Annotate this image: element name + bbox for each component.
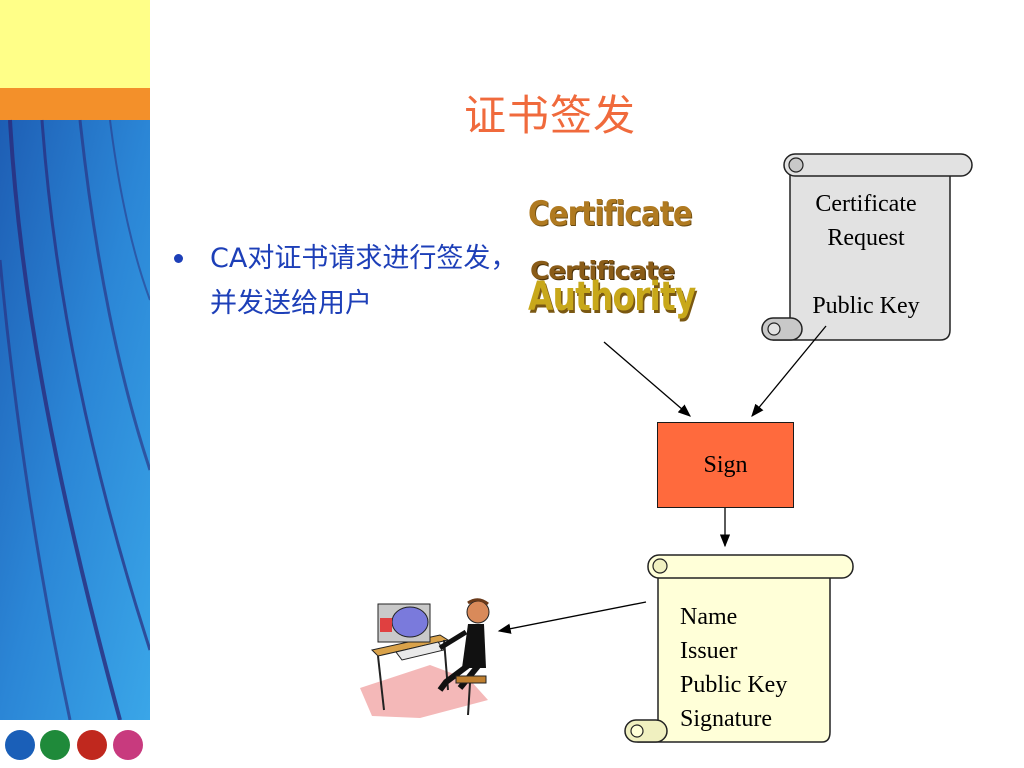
band-magenta-orb-icon xyxy=(113,730,143,760)
request-line-public-key: Public Key xyxy=(812,293,920,319)
slide-title: 证书签发 xyxy=(463,91,636,140)
logo-line-certificate-top: Certificate xyxy=(528,194,693,234)
user-at-computer-icon xyxy=(360,598,490,718)
band-orange-stripe xyxy=(0,88,150,120)
issued-field-signature: Signature xyxy=(680,706,772,732)
issued-certificate-scroll xyxy=(624,554,854,743)
issued-field-name: Name xyxy=(680,604,738,630)
issued-field-public-key: Public Key xyxy=(680,672,788,698)
certificate-request-scroll xyxy=(761,153,973,341)
sign-label: Sign xyxy=(703,451,748,478)
band-red-orb-icon xyxy=(77,730,107,760)
arrow-request-to-sign xyxy=(751,325,827,418)
band-blue-orb-icon xyxy=(5,730,35,760)
bullet-dot-icon xyxy=(174,254,183,263)
left-decorative-band xyxy=(0,0,150,768)
logo-line-certificate-shadow: Certificate xyxy=(530,256,675,285)
band-green-orb-icon xyxy=(40,730,70,760)
logo-line-authority: Authority xyxy=(528,274,696,320)
band-blue-panel xyxy=(0,120,150,720)
bullet-text: CA对证书请求进行签发，并发送给用户 xyxy=(210,243,518,319)
certificate-authority-logo-icon: Certificate Certificate Authority xyxy=(526,194,701,334)
arrow-certificate-to-user xyxy=(497,601,647,634)
request-line-certificate: Certificate xyxy=(815,191,917,217)
request-line-request: Request xyxy=(827,225,905,251)
issued-field-issuer: Issuer xyxy=(680,638,738,664)
sign-box: Sign xyxy=(657,422,794,508)
request-scroll-text: Certificate Request Public Key xyxy=(790,187,942,323)
band-yellow-block xyxy=(0,0,150,88)
arrow-logo-to-sign xyxy=(603,341,691,417)
issued-scroll-text: Name Issuer Public Key Signature xyxy=(680,600,820,736)
